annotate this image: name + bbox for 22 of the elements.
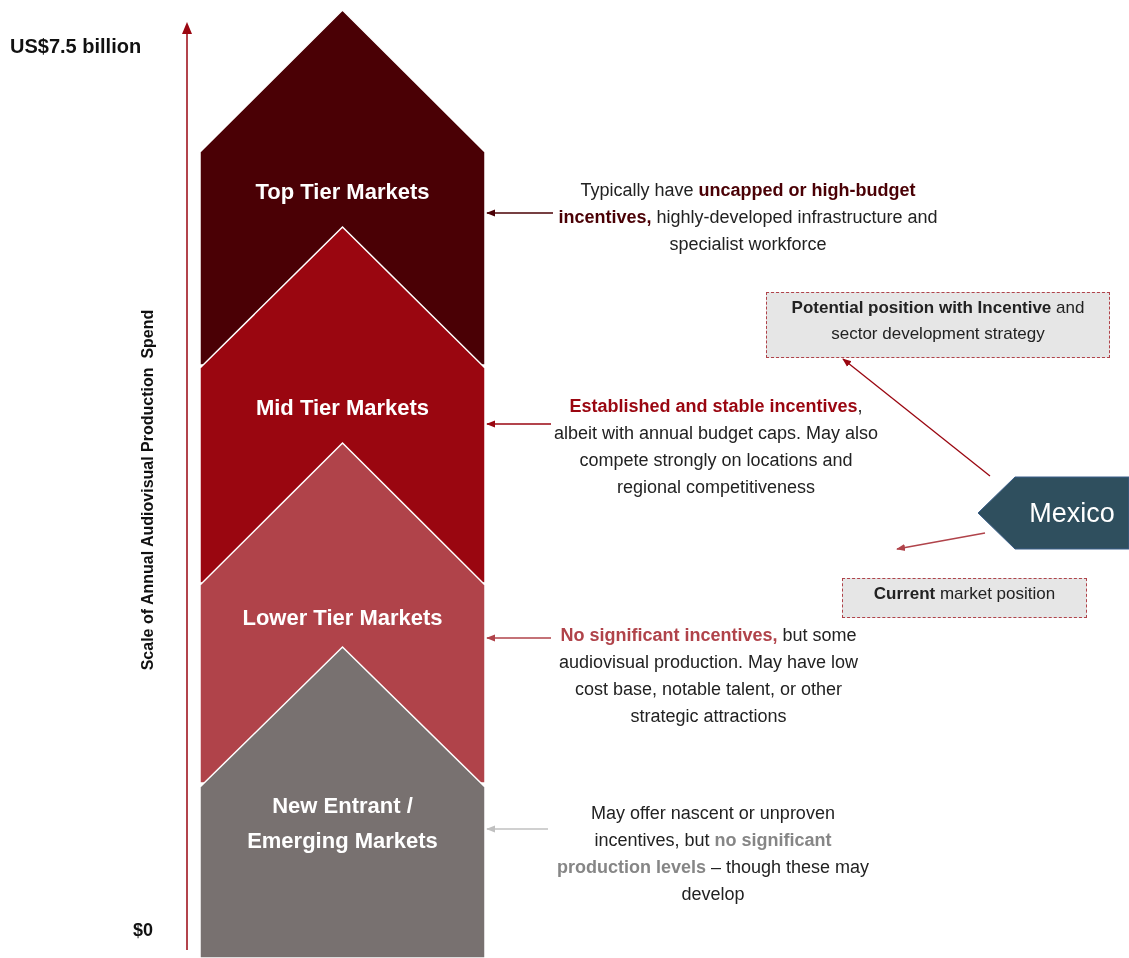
tier-name: Mid Tier Markets [254, 394, 431, 422]
tier-name: Lower Tier Markets [241, 604, 444, 632]
arrow [486, 825, 549, 833]
arrow [486, 420, 552, 428]
axis-title: Scale of Annual Audiovisual Production Spend [139, 309, 157, 671]
country-name: Mexico [1028, 497, 1116, 530]
arrow [842, 358, 991, 477]
arrow [896, 532, 986, 552]
description-text: Established and stable incentives, albeit with annual budget caps. May also compete strongly on locations and regional competitiveness [551, 393, 881, 533]
dashed-callout-box: Potential position with Incentive and sector development strategy [766, 292, 1110, 358]
description-text: No significant incentives, but some audiovisual production. May have low cost base, notable talent, or other strategic attractions [551, 622, 866, 762]
axis-max-label: US$7.5 billion [10, 35, 142, 58]
description-text: Typically have uncapped or high-budget incentives, highly-developed infrastructure and specialist workforce [553, 177, 943, 267]
arrow [486, 634, 552, 642]
tier-name: Top Tier Markets [254, 178, 431, 206]
country-tag [978, 477, 1129, 549]
dashed-callout-box: Current market position [842, 578, 1087, 618]
description-text: May offer nascent or unproven incentives, but no significant production levels – though these may develop [548, 800, 878, 915]
tier-name: New Entrant / Emerging Markets [246, 792, 439, 855]
market-tier-band [200, 647, 485, 958]
arrow [486, 209, 554, 217]
axis-min-label: $0 [133, 920, 154, 941]
